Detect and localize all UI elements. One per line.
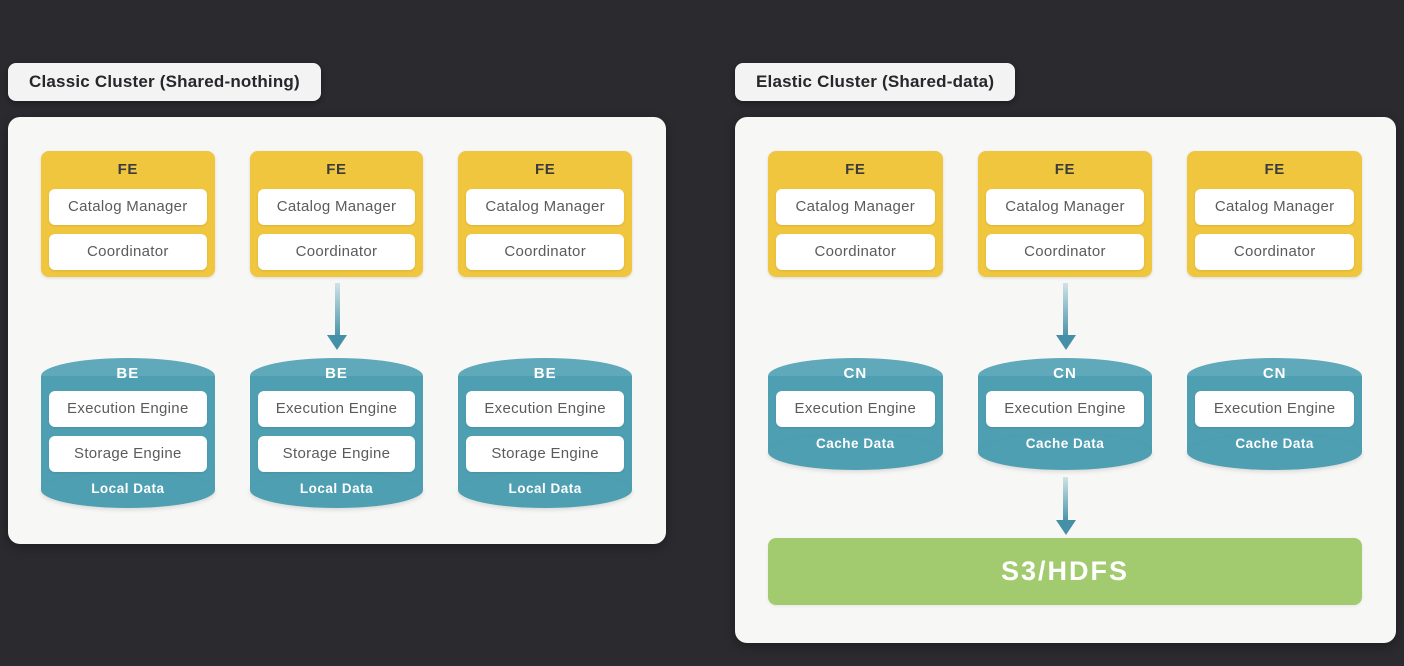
fe-node-3: FE Catalog Manager Coordinator [1187,151,1362,277]
coordinator-component: Coordinator [49,234,207,270]
cylinder-bottom-ellipse [1187,434,1362,470]
fe-node-label: FE [117,161,139,178]
execution-engine-component: Execution Engine [257,391,416,427]
coordinator-component: Coordinator [776,234,935,270]
fe-node-1: FE Catalog Manager Coordinator [41,151,215,277]
arrow-shaft [1063,477,1068,520]
arrow-shaft [1063,283,1068,335]
classic-be-row: BE Execution Engine Storage Engine Local… [41,358,632,508]
arrow-shaft [334,283,340,335]
catalog-manager-component: Catalog Manager [49,189,207,225]
arrow-head [1055,335,1076,350]
arrow-head [1055,520,1076,535]
execution-engine-component: Execution Engine [1195,391,1354,427]
shared-storage-s3-hdfs: S3/HDFS [768,538,1362,605]
local-data-label: Local Data [508,481,582,496]
fe-node-1: FE Catalog Manager Coordinator [768,151,943,277]
cylinder-bottom-ellipse [768,434,943,470]
cylinder-bottom-ellipse [458,472,632,508]
cn-node-label: CN [843,365,868,382]
be-node-label: BE [533,365,557,382]
storage-engine-component: Storage Engine [257,436,416,472]
cylinder-bottom-ellipse [977,434,1153,470]
coordinator-component: Coordinator [257,234,416,270]
cn-node-3: CN Execution Engine Cache Data [1187,358,1362,470]
cache-data-label: Cache Data [816,436,895,451]
elastic-fe-row: FE Catalog Manager Coordinator FE Catalo… [768,151,1362,277]
fe-node-3: FE Catalog Manager Coordinator [458,151,632,277]
local-data-label: Local Data [91,481,165,496]
classic-cluster-panel: FE Catalog Manager Coordinator FE Catalo… [8,117,666,544]
catalog-manager-component: Catalog Manager [776,189,935,225]
be-node-1: BE Execution Engine Storage Engine Local… [41,358,215,508]
be-node-3: BE Execution Engine Storage Engine Local… [458,358,632,508]
fe-node-label: FE [1264,161,1285,178]
fe-node-2: FE Catalog Manager Coordinator [249,151,424,277]
local-data-label: Local Data [299,481,374,496]
arrow-head [327,335,347,350]
cache-data-label: Cache Data [1235,436,1314,451]
execution-engine-component: Execution Engine [466,391,624,427]
catalog-manager-component: Catalog Manager [1195,189,1354,225]
arrow-cn-to-storage-icon [1055,477,1076,535]
fe-node-2: FE Catalog Manager Coordinator [977,151,1153,277]
arrow-fe-to-cn-icon [1055,283,1076,350]
arrow-fe-to-be-icon [327,283,347,350]
coordinator-component: Coordinator [466,234,624,270]
cylinder-bottom-ellipse [249,472,424,508]
classic-fe-row: FE Catalog Manager Coordinator FE Catalo… [41,151,632,277]
catalog-manager-component: Catalog Manager [257,189,416,225]
cylinder-bottom-ellipse [41,472,215,508]
execution-engine-component: Execution Engine [776,391,935,427]
catalog-manager-component: Catalog Manager [985,189,1145,225]
cn-node-2: CN Execution Engine Cache Data [977,358,1153,470]
cn-node-1: CN Execution Engine Cache Data [768,358,943,470]
be-node-2: BE Execution Engine Storage Engine Local… [249,358,424,508]
storage-engine-component: Storage Engine [49,436,207,472]
cache-data-label: Cache Data [1025,436,1105,451]
fe-node-label: FE [326,161,347,178]
catalog-manager-component: Catalog Manager [466,189,624,225]
elastic-cluster-title: Elastic Cluster (Shared-data) [735,63,1016,101]
fe-node-label: FE [534,161,556,178]
cn-node-label: CN [1053,365,1077,382]
storage-engine-component: Storage Engine [466,436,624,472]
elastic-cn-row: CN Execution Engine Cache Data CN Execut… [768,358,1362,470]
classic-cluster-title: Classic Cluster (Shared-nothing) [8,63,321,101]
coordinator-component: Coordinator [1195,234,1354,270]
be-node-label: BE [325,365,348,382]
fe-node-label: FE [845,161,866,178]
execution-engine-component: Execution Engine [49,391,207,427]
be-node-label: BE [116,365,140,382]
fe-node-label: FE [1054,161,1076,178]
coordinator-component: Coordinator [985,234,1145,270]
elastic-cluster-panel: FE Catalog Manager Coordinator FE Catalo… [735,117,1396,643]
execution-engine-component: Execution Engine [985,391,1145,427]
cn-node-label: CN [1262,365,1287,382]
